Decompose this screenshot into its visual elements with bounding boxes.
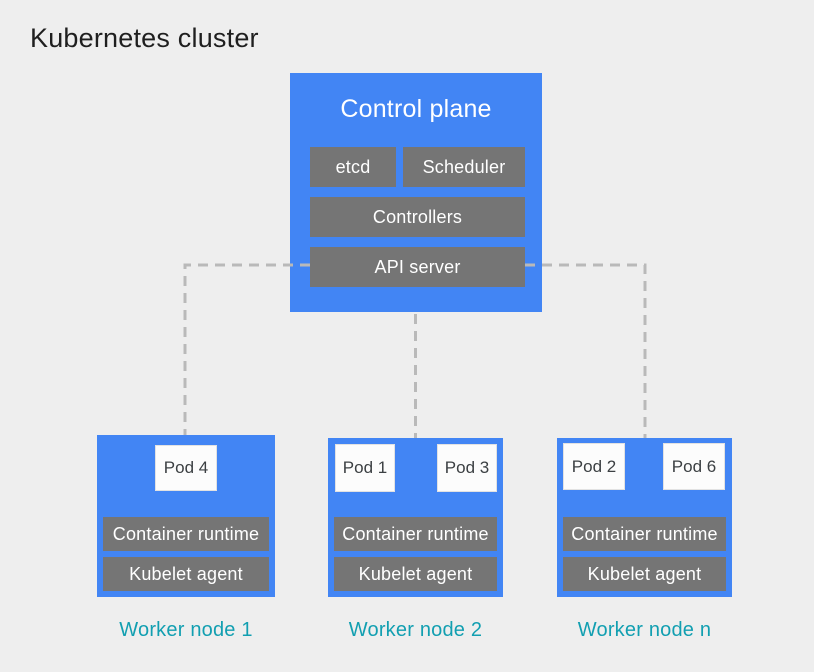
worker-node-2-box: Pod 1 Pod 3 Container runtime Kubelet ag… xyxy=(328,438,503,597)
worker-node-1-box: Pod 4 Container runtime Kubelet agent xyxy=(97,435,275,597)
pod-4: Pod 4 xyxy=(155,445,217,491)
pod-3: Pod 3 xyxy=(437,444,497,492)
pod-1: Pod 1 xyxy=(335,444,395,492)
component-api-server: API server xyxy=(310,247,525,287)
container-runtime-node-n: Container runtime xyxy=(563,517,726,551)
worker-node-n-box: Pod 2 Pod 6 Container runtime Kubelet ag… xyxy=(557,438,732,597)
component-scheduler: Scheduler xyxy=(403,147,525,187)
kubelet-agent-node-2: Kubelet agent xyxy=(334,557,497,591)
worker-node-2-label: Worker node 2 xyxy=(348,619,483,641)
connector-right-branch xyxy=(525,263,647,438)
kubelet-agent-node-1: Kubelet agent xyxy=(103,557,269,591)
control-plane-box: Control plane etcd Scheduler Controllers… xyxy=(290,73,542,312)
component-controllers: Controllers xyxy=(310,197,525,237)
control-plane-heading: Control plane xyxy=(340,95,492,123)
component-etcd: etcd xyxy=(310,147,396,187)
worker-node-n-label: Worker node n xyxy=(577,619,712,641)
container-runtime-node-2: Container runtime xyxy=(334,517,497,551)
kubelet-agent-node-n: Kubelet agent xyxy=(563,557,726,591)
worker-node-1-label: Worker node 1 xyxy=(119,619,253,641)
diagram-title: Kubernetes cluster xyxy=(30,23,259,53)
container-runtime-node-1: Container runtime xyxy=(103,517,269,551)
pod-6: Pod 6 xyxy=(663,443,725,490)
pod-2: Pod 2 xyxy=(563,443,625,490)
